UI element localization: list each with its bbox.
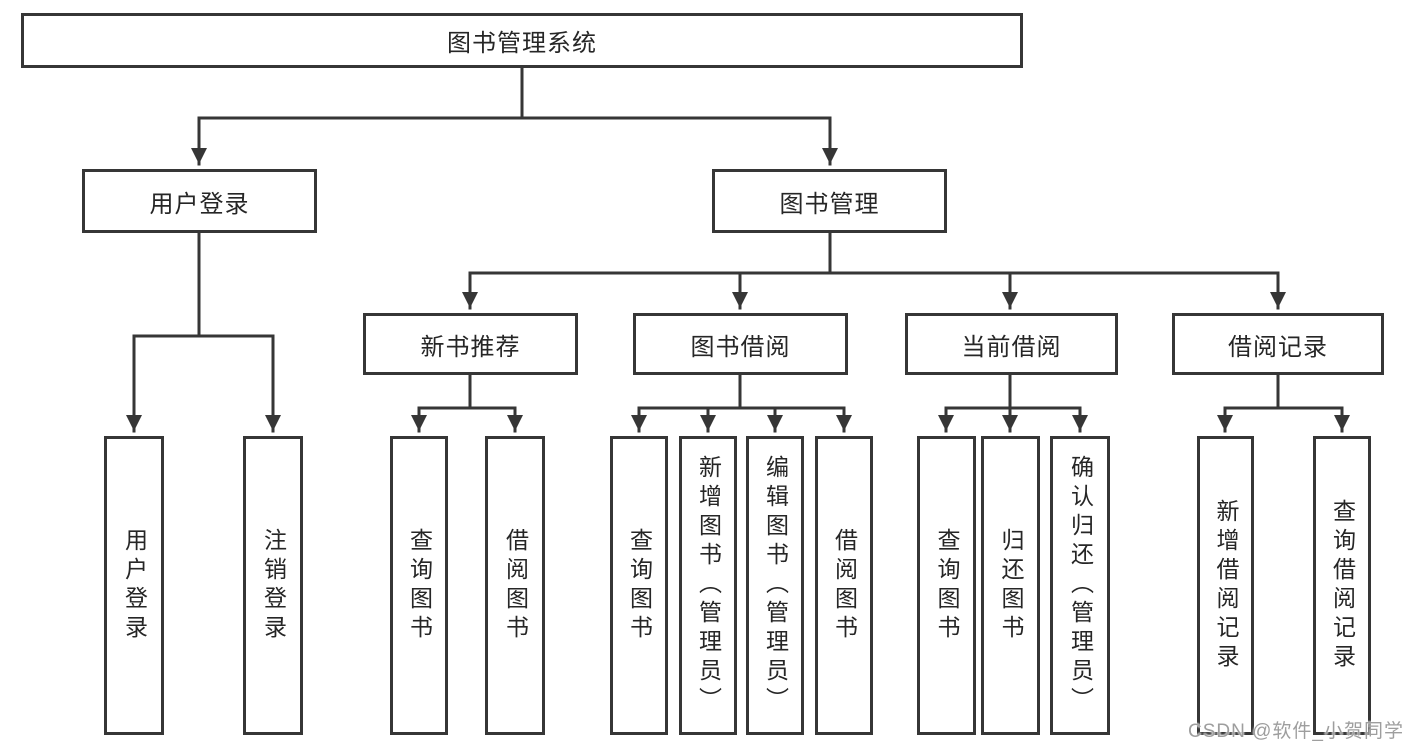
leaf-return-book: 归还图书	[981, 436, 1040, 735]
leaf-borrow-book-1-label: 借阅图书	[502, 527, 529, 644]
leaf-query-book-1-label: 查询图书	[406, 527, 433, 644]
node-root: 图书管理系统	[21, 13, 1023, 68]
leaf-query-borrow-record-label: 查询借阅记录	[1329, 498, 1356, 673]
csdn-watermark: CSDN @软件_小贺同学	[1188, 721, 1404, 742]
connector-root	[191, 66, 838, 166]
leaf-borrow-book-2: 借阅图书	[815, 436, 873, 735]
connector-user-login	[126, 231, 281, 433]
leaf-user-login-label: 用户登录	[121, 527, 148, 644]
node-current-borrow: 当前借阅	[905, 313, 1118, 375]
leaf-return-book-label: 归还图书	[998, 527, 1024, 644]
connector-borrow-records	[1217, 373, 1350, 433]
node-book-borrow: 图书借阅	[633, 313, 848, 375]
connector-current-borrow	[938, 373, 1088, 433]
leaf-query-borrow-record: 查询借阅记录	[1313, 436, 1371, 735]
node-user-login: 用户登录	[82, 169, 317, 233]
leaf-confirm-return-admin: 确认归还（管理员）	[1050, 436, 1110, 735]
leaf-user-login: 用户登录	[104, 436, 164, 735]
leaf-query-book-2-label: 查询图书	[626, 527, 653, 644]
connector-book-management	[462, 231, 1286, 310]
leaf-edit-book-admin-label: 编辑图书（管理员）	[762, 455, 789, 716]
connector-new-book-recommend	[411, 373, 523, 433]
leaf-add-borrow-record-label: 新增借阅记录	[1213, 498, 1239, 673]
leaf-logout: 注销登录	[243, 436, 303, 735]
leaf-add-book-admin: 新增图书（管理员）	[679, 436, 737, 735]
leaf-edit-book-admin: 编辑图书（管理员）	[746, 436, 804, 735]
node-book-management: 图书管理	[712, 169, 947, 233]
leaf-confirm-return-admin-label: 确认归还（管理员）	[1067, 455, 1094, 716]
leaf-borrow-book-2-label: 借阅图书	[831, 527, 858, 644]
leaf-query-book-3-label: 查询图书	[934, 527, 960, 644]
leaf-logout-label: 注销登录	[260, 527, 287, 644]
node-new-book-recommend: 新书推荐	[363, 313, 578, 375]
leaf-query-book-2: 查询图书	[610, 436, 668, 735]
leaf-add-book-admin-label: 新增图书（管理员）	[695, 455, 722, 716]
leaf-query-book-1: 查询图书	[390, 436, 448, 735]
connector-book-borrow	[631, 373, 852, 433]
node-borrow-records: 借阅记录	[1172, 313, 1384, 375]
leaf-query-book-3: 查询图书	[917, 436, 976, 735]
leaf-borrow-book-1: 借阅图书	[485, 436, 545, 735]
leaf-add-borrow-record: 新增借阅记录	[1197, 436, 1254, 735]
